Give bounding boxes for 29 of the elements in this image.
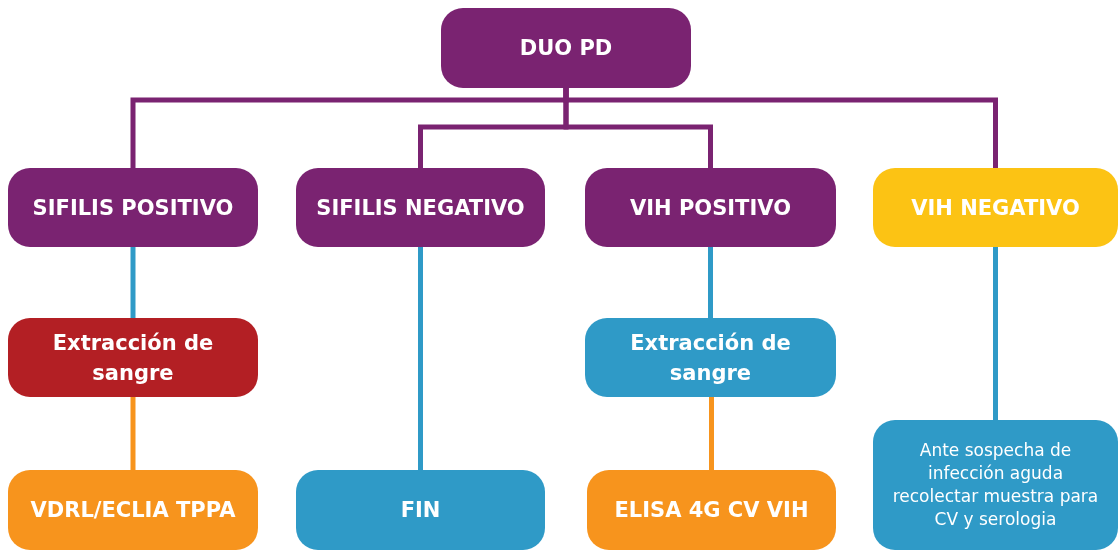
- node-label: VDRL/ECLIA TPPA: [30, 497, 236, 524]
- connector-line: [708, 247, 713, 318]
- connector-line: [563, 88, 998, 168]
- node-label: Extracción de sangre: [51, 329, 215, 387]
- outcome-box: [587, 470, 836, 550]
- node-label: VIH POSITIVO: [630, 194, 791, 222]
- connector-line: [709, 397, 714, 470]
- node-label: Extracción de sangre: [629, 329, 792, 387]
- node-label: FIN: [400, 497, 441, 524]
- node-label: SIFILIS POSITIVO: [32, 194, 234, 222]
- outcome-box: [8, 470, 258, 550]
- connector-line: [993, 247, 998, 420]
- result-box: [585, 168, 836, 247]
- connector-line: [418, 247, 423, 470]
- outcome-box: [296, 470, 545, 550]
- node-label: SIFILIS NEGATIVO: [316, 194, 525, 222]
- note-box: [873, 420, 1118, 550]
- root-box: [441, 8, 691, 88]
- node-label: Ante sospecha de infección aguda recolectar muestra para CV y serologia: [891, 439, 1100, 531]
- result-box: [8, 168, 258, 247]
- connector-line: [130, 247, 136, 318]
- result-box: [873, 168, 1118, 247]
- result-box: [296, 168, 545, 247]
- process-box: [585, 318, 836, 397]
- node-label: DUO PD: [519, 35, 613, 62]
- process-box: [8, 318, 258, 397]
- node-label: VIH NEGATIVO: [911, 194, 1080, 222]
- node-label: ELISA 4G CV VIH: [614, 497, 809, 524]
- connector-line: [130, 397, 136, 470]
